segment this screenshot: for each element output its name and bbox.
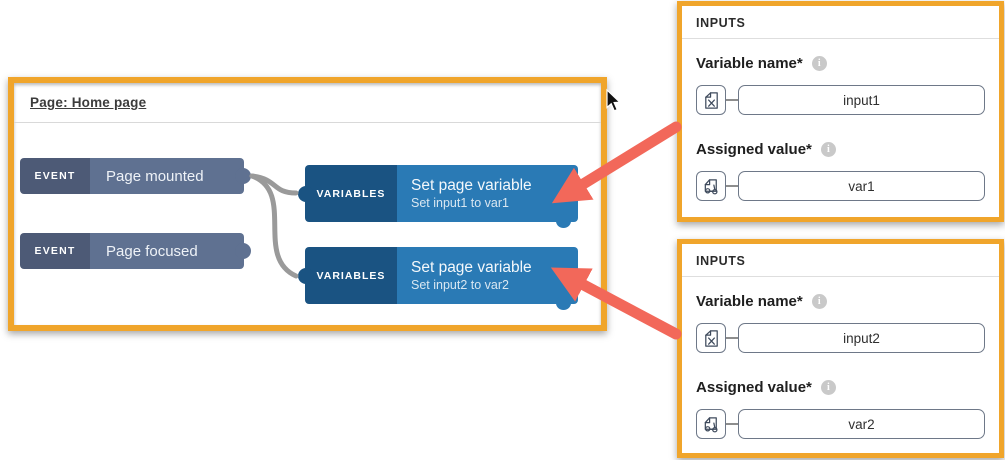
field-connector-line <box>726 337 738 339</box>
event-badge: EVENT <box>20 158 90 194</box>
output-connector-nub[interactable] <box>235 243 251 259</box>
assigned-value-input[interactable]: var1 <box>738 171 985 201</box>
event-node-title: Page mounted <box>90 158 244 194</box>
variables-node-set-var1[interactable]: VARIABLES Set page variable Set input1 t… <box>298 165 578 228</box>
variables-node-title: Set page variable <box>411 259 532 276</box>
mouse-cursor <box>606 88 622 112</box>
output-connector-nub[interactable] <box>556 214 571 228</box>
inputs-panel-2: INPUTS Variable name* i input2 Assigned … <box>677 239 1004 458</box>
canvas-header: Page: Home page <box>14 83 601 123</box>
panel-header: INPUTS <box>682 6 999 39</box>
field-connector-line <box>726 99 738 101</box>
event-badge: EVENT <box>20 233 90 269</box>
variables-node-subtitle: Set input1 to var1 <box>411 196 509 210</box>
info-icon[interactable]: i <box>820 142 836 157</box>
field-connector-line <box>726 423 738 425</box>
assigned-value-label: Assigned value* <box>696 379 812 396</box>
output-connector-nub[interactable] <box>556 296 571 310</box>
info-icon[interactable]: i <box>811 56 827 71</box>
document-x-icon <box>704 329 718 347</box>
page-breadcrumb-link[interactable]: Page: Home page <box>30 95 147 110</box>
variables-node-subtitle: Set input2 to var2 <box>411 278 509 292</box>
variables-node-set-var2[interactable]: VARIABLES Set page variable Set input2 t… <box>298 247 578 310</box>
input-connector-nub[interactable] <box>298 267 314 284</box>
variable-name-label: Variable name* <box>696 293 803 310</box>
event-node-page-mounted[interactable]: EVENT Page mounted <box>20 158 251 194</box>
panel-header: INPUTS <box>682 244 999 277</box>
formula-icon <box>704 416 718 432</box>
value-type-button[interactable] <box>696 323 726 353</box>
info-icon[interactable]: i <box>811 294 827 309</box>
document-x-icon <box>704 91 718 109</box>
value-type-button[interactable] <box>696 85 726 115</box>
event-node-page-focused[interactable]: EVENT Page focused <box>20 233 251 269</box>
variable-name-input[interactable]: input2 <box>738 323 985 353</box>
variable-name-input[interactable]: input1 <box>738 85 985 115</box>
flow-canvas: Page: Home page EVENT Page mounted EVENT… <box>8 77 607 331</box>
variables-badge: VARIABLES <box>305 165 397 222</box>
event-node-title: Page focused <box>90 233 244 269</box>
inputs-panel-1: INPUTS Variable name* i input1 Assigned … <box>677 1 1004 222</box>
assigned-value-label: Assigned value* <box>696 141 812 158</box>
input-connector-nub[interactable] <box>298 185 314 202</box>
assigned-value-input[interactable]: var2 <box>738 409 985 439</box>
field-connector-line <box>726 185 738 187</box>
formula-button[interactable] <box>696 409 726 439</box>
info-icon[interactable]: i <box>820 380 836 395</box>
output-connector-nub[interactable] <box>235 168 251 184</box>
variables-node-title: Set page variable <box>411 177 532 194</box>
variable-name-label: Variable name* <box>696 55 803 72</box>
formula-button[interactable] <box>696 171 726 201</box>
variables-badge: VARIABLES <box>305 247 397 304</box>
formula-icon <box>704 178 718 194</box>
